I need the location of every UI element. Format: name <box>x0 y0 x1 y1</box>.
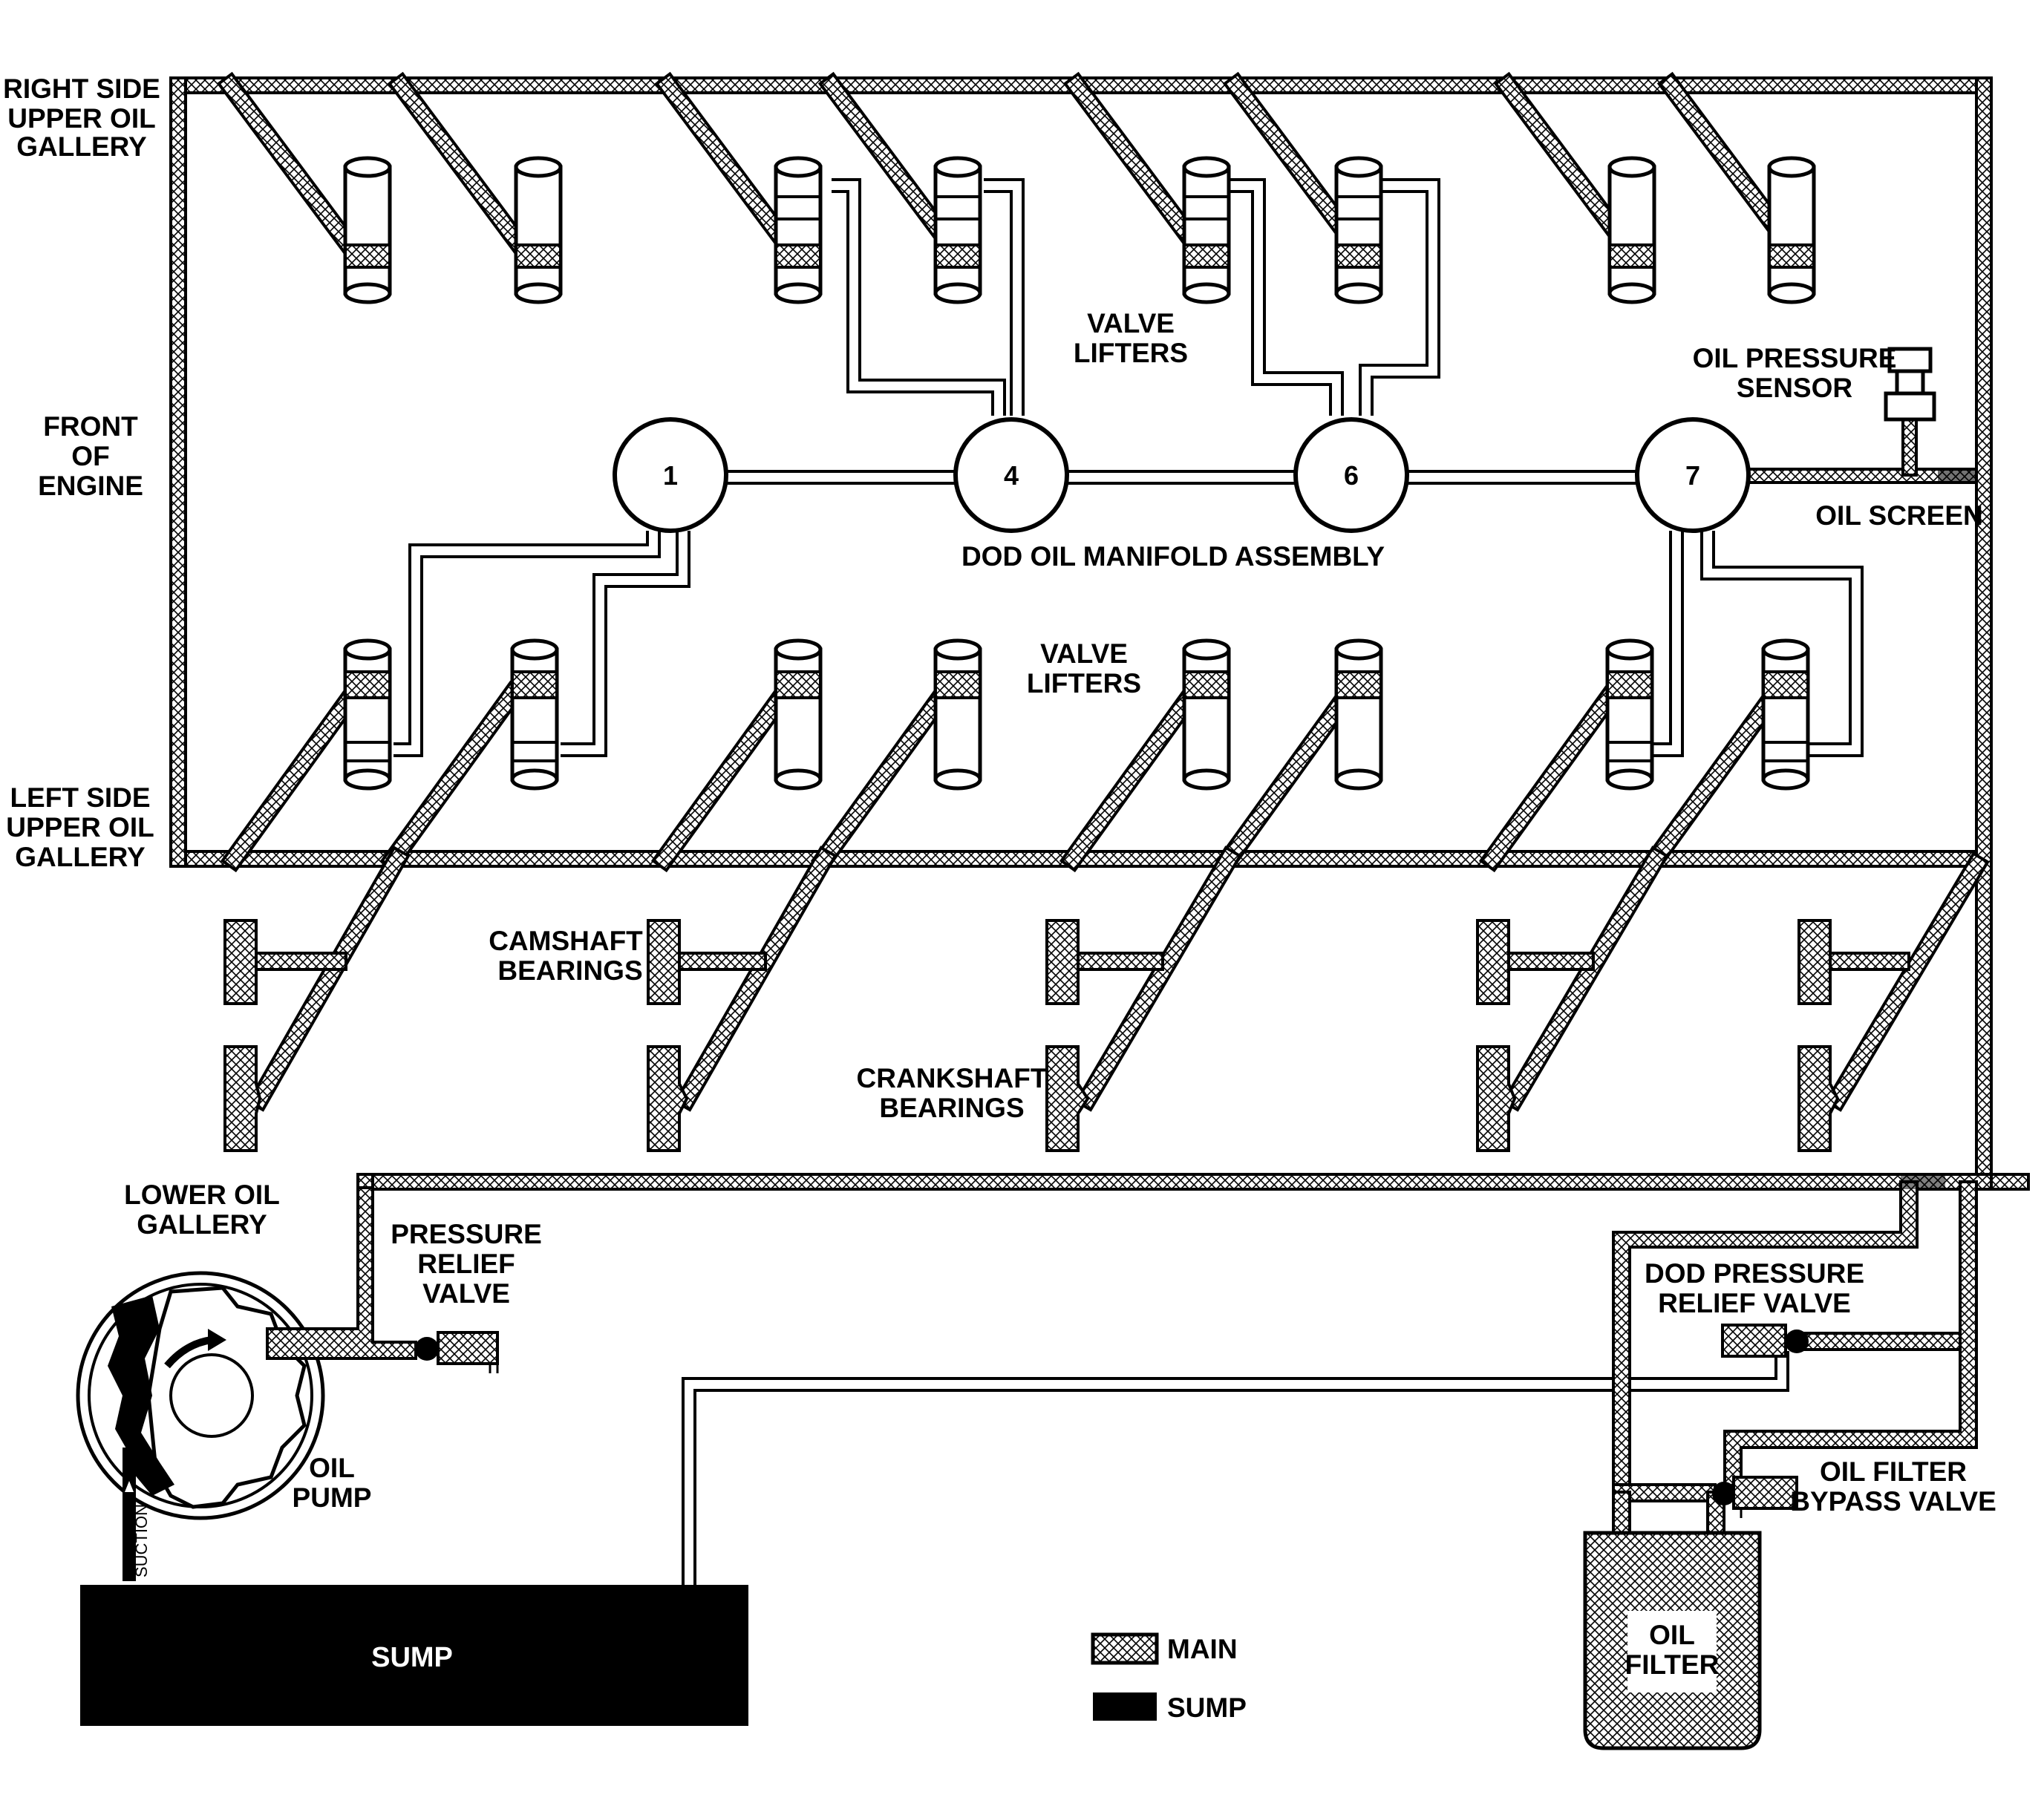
left-gallery-label-2: UPPER OIL <box>6 812 154 843</box>
oil-pump <box>76 1271 325 1581</box>
manifold-valve-7-label: 7 <box>1685 460 1700 491</box>
crankshaft-bearings-label-1: CRANKSHAFT <box>857 1063 1048 1093</box>
valve-lifters-bottom-label-1: VALVE <box>1040 638 1128 669</box>
oil-filter-label-1: OIL <box>1649 1620 1695 1650</box>
right-gallery-label-1: RIGHT SIDE <box>3 73 160 104</box>
lifter-top-1 <box>343 156 392 304</box>
legend-main-swatch <box>1091 1632 1159 1665</box>
oil-pump-label-2: PUMP <box>293 1482 372 1513</box>
oil-pressure-sensor-label-2: SENSOR <box>1737 373 1852 403</box>
sump <box>80 1585 748 1726</box>
pressure-relief-valve-label-2: RELIEF <box>417 1249 515 1279</box>
dod-manifold-valves: 1 4 6 7 <box>613 417 1751 533</box>
oil-filter-bypass-label-2: BYPASS VALVE <box>1790 1486 1996 1517</box>
lifter-top-7 <box>1607 156 1656 304</box>
dod-pressure-relief-valve <box>1721 1324 1809 1358</box>
valve-lifters-bottom <box>343 638 1810 791</box>
lifter-bottom-6 <box>1334 638 1383 791</box>
dod-pressure-relief-valve-label-2: RELIEF VALVE <box>1658 1288 1851 1318</box>
suction-label: SUCTION <box>132 1504 151 1577</box>
lifter-top-6 <box>1334 156 1383 304</box>
oil-pressure-sensor-label-1: OIL PRESSURE <box>1693 343 1897 373</box>
lifter-top-5 <box>1182 156 1231 304</box>
oil-pressure-sensor <box>1884 347 1936 477</box>
pressure-relief-valve-label-3: VALVE <box>422 1278 510 1309</box>
front-vertical-gallery <box>169 76 187 868</box>
oil-screen-label: OIL SCREEN <box>1815 500 1982 531</box>
lower-gallery-label-1: LOWER OIL <box>124 1180 280 1210</box>
lifter-bottom-5 <box>1182 638 1231 791</box>
lifter-bottom-4 <box>933 638 982 791</box>
valve-lifters-top-label-2: LIFTERS <box>1074 338 1188 368</box>
valve-lifters-top <box>343 156 1816 304</box>
manifold-valve-1-label: 1 <box>663 460 678 491</box>
right-gallery-label-3: GALLERY <box>16 131 147 162</box>
lifter-bottom-2 <box>510 638 559 791</box>
oil-filter-label-2: FILTER <box>1625 1649 1720 1680</box>
crankshaft-bearings <box>223 1045 1840 1152</box>
lower-gallery-label-2: GALLERY <box>137 1209 267 1240</box>
lifter-top-3 <box>774 156 823 304</box>
manifold-valve-4 <box>953 417 1069 533</box>
lifter-top-8 <box>1767 156 1816 304</box>
oil-screen <box>1938 469 1976 483</box>
manifold-valve-4-label: 4 <box>1004 460 1019 491</box>
lifter-bottom-7 <box>1605 638 1654 791</box>
legend-sump-label: SUMP <box>1167 1692 1247 1723</box>
pressure-relief-valve <box>415 1331 499 1373</box>
valve-lifters-top-label-1: VALVE <box>1087 308 1175 338</box>
lifter-bottom-3 <box>774 638 823 791</box>
rear-riser-gallery <box>1975 76 1993 1176</box>
legend-sump-swatch <box>1093 1692 1157 1721</box>
camshaft-bearings-label-2: BEARINGS <box>497 955 642 986</box>
pump-outlet-line <box>266 1186 417 1360</box>
lifter-bottom-8 <box>1761 638 1810 791</box>
lower-feed-lines <box>220 680 1789 873</box>
sump-label: SUMP <box>371 1642 453 1673</box>
dod-manifold-lines <box>394 178 1864 1585</box>
legend-main-label: MAIN <box>1167 1634 1238 1664</box>
dod-pressure-relief-valve-label-1: DOD PRESSURE <box>1645 1258 1864 1289</box>
right-gallery-label-2: UPPER OIL <box>7 103 155 134</box>
manifold-valve-7 <box>1635 417 1751 533</box>
manifold-valve-1 <box>613 417 728 533</box>
manifold-label: DOD OIL MANIFOLD ASSEMBLY <box>961 541 1385 572</box>
oil-pump-label-1: OIL <box>309 1453 355 1483</box>
camshaft-bearings <box>223 919 1832 1005</box>
upper-feed-lines <box>216 71 1803 259</box>
main-galleries <box>169 76 1993 1338</box>
oil-filter-bypass-valve <box>1712 1476 1798 1518</box>
labels: RIGHT SIDE UPPER OIL GALLERY FRONT OF EN… <box>3 73 1996 1680</box>
front-engine-label-2: OF <box>71 441 109 471</box>
manifold-valve-6 <box>1293 417 1409 533</box>
lifter-top-2 <box>514 156 563 304</box>
left-gallery-label-3: GALLERY <box>15 842 146 872</box>
lifter-bottom-1 <box>343 638 392 791</box>
front-engine-label-3: ENGINE <box>38 471 143 501</box>
lifter-top-4 <box>933 156 982 304</box>
valve-lifters-bottom-label-2: LIFTERS <box>1027 668 1141 699</box>
camshaft-bearings-label-1: CAMSHAFT <box>489 926 643 956</box>
lower-oil-gallery <box>356 1173 1993 1191</box>
left-gallery-label-1: LEFT SIDE <box>10 782 150 813</box>
legend: MAIN SUMP <box>1091 1632 1247 1723</box>
bearing-feed-lines <box>246 846 1990 1112</box>
oil-filter-bypass-label-1: OIL FILTER <box>1820 1456 1967 1487</box>
crankshaft-bearings-label-2: BEARINGS <box>879 1093 1024 1123</box>
manifold-valve-6-label: 6 <box>1344 460 1359 491</box>
front-engine-label-1: FRONT <box>43 411 138 442</box>
pressure-relief-valve-label-1: PRESSURE <box>391 1219 542 1249</box>
